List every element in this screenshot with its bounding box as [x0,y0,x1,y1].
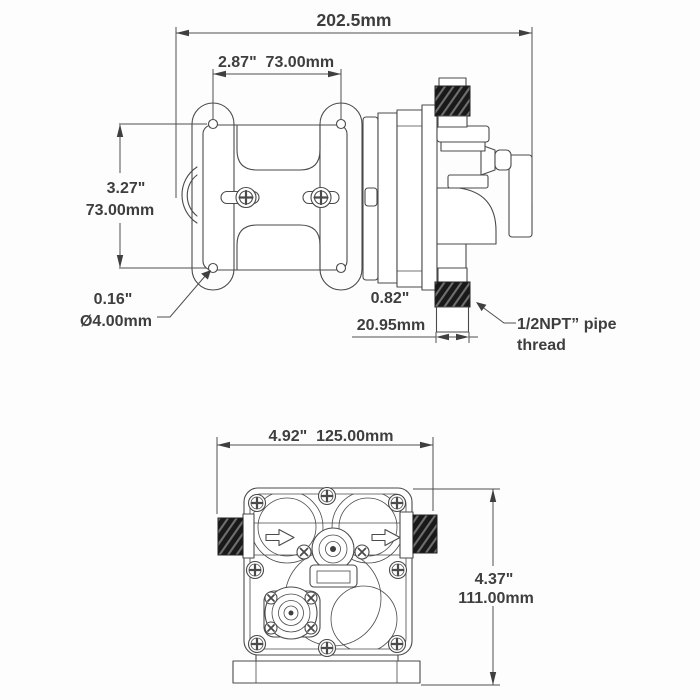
front-height-label-mm: 111.00mm [458,590,534,607]
leader-pipe-thread [476,302,516,324]
dim-front-width [216,437,434,514]
leader-bolt-hole-diameter [157,270,211,318]
motor-body [362,109,423,288]
front-view: 4.92" 125.00mm 4.37" 111.00mm [216,428,534,686]
bolt-spacing-v-label-mm: 73.00mm [86,202,155,219]
housing-screws [245,486,408,658]
inlet-port-thread [434,267,471,333]
bolt-spacing-h-label: 2.87" 73.00mm [218,54,334,71]
mounting-hole [207,118,219,130]
side-view: 202.5mm 2.87" 73.00mm 3.27" 73.00mm 0.16… [80,10,617,354]
pipe-thread-callout-line1: 1/2NPT” pipe [517,316,617,333]
right-port-thread [399,511,438,559]
pipe-thread-callout-line2: thread [517,337,566,354]
bracket-screw [220,186,260,209]
housing-screw [387,634,407,654]
mounting-hole [335,262,347,274]
switch-screw [264,591,278,605]
left-port-thread [217,513,255,559]
port-thread-length-label-in: 0.82" [371,290,410,307]
switch-screw [264,621,278,635]
bolt-spacing-v-label-in: 3.27" [107,180,146,197]
overall-length-label: 202.5mm [317,10,392,30]
switch-screw [304,621,318,635]
housing-screw [245,560,265,580]
front-width-label: 4.92" 125.00mm [268,428,393,445]
dim-front-height [413,488,500,686]
mounting-hole [335,118,347,130]
dim-port-thread-length [352,332,478,343]
housing-screw [317,486,337,506]
housing-screw [247,493,267,513]
center-hub [296,527,370,571]
housing-screw [388,560,408,580]
switch-screw [304,591,318,605]
dim-bolt-spacing-vertical [116,123,207,269]
bolt-hole-dia-label-mm: Ø4.00mm [80,313,152,330]
flow-arrow-icon [265,528,295,547]
port-thread-length-label-mm: 20.95mm [357,317,426,334]
pump-head [421,104,533,291]
pressure-switch [263,586,321,640]
front-height-label-in: 4.37" [475,571,514,588]
hub-screw [296,544,312,560]
housing-screw [387,493,407,513]
bolt-hole-dia-label-in: 0.16" [94,291,133,308]
base-plate [232,652,421,684]
mounting-bracket [181,102,363,291]
dim-overall-length [175,27,533,203]
housing-screw [317,638,337,658]
dim-bolt-spacing-horizontal [212,69,342,119]
outlet-port-thread [434,77,471,128]
flow-direction-arrows [265,528,401,547]
flow-arrow-icon [371,528,401,547]
label-plate [309,564,358,588]
housing-screw [247,634,267,654]
hub-screw [354,544,370,560]
bracket-screw [302,186,340,209]
